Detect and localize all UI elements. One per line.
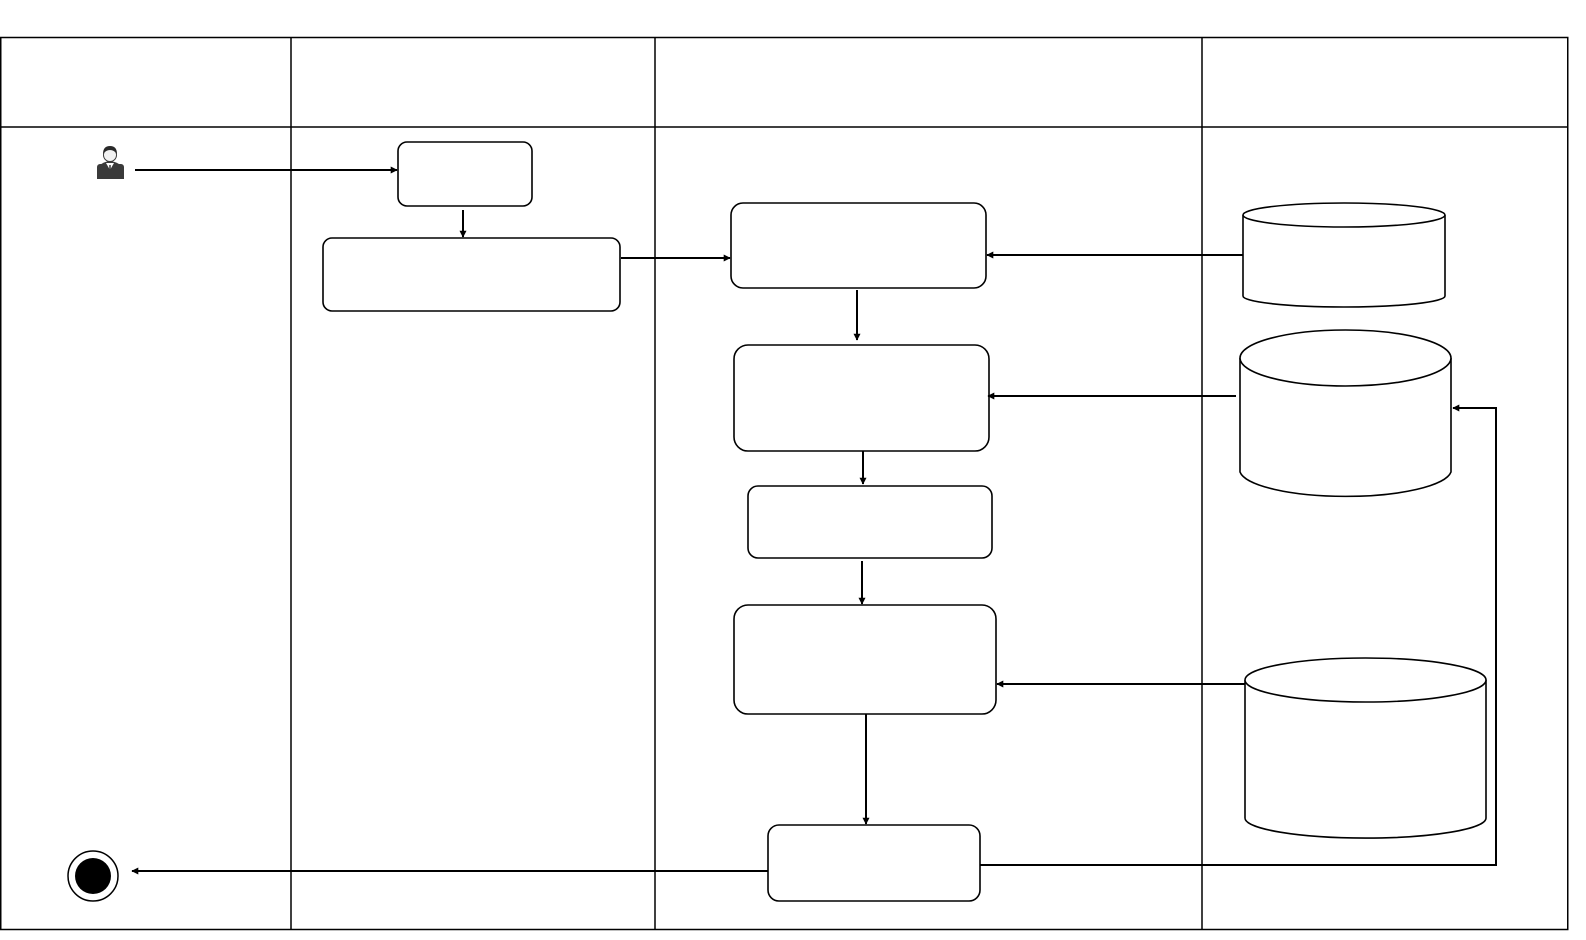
database-3 bbox=[1244, 657, 1487, 839]
database-2 bbox=[1239, 329, 1452, 498]
activity-process-3 bbox=[747, 485, 993, 559]
database-1 bbox=[1242, 202, 1446, 308]
arrow-result-to-db-2 bbox=[980, 404, 1497, 866]
final-node-icon bbox=[67, 850, 119, 902]
activity-process-4 bbox=[733, 604, 997, 715]
connectors bbox=[131, 166, 1497, 875]
activity-process-1 bbox=[730, 202, 987, 289]
activity-login bbox=[397, 141, 533, 207]
activity-input bbox=[322, 237, 621, 312]
swimlane-frame bbox=[0, 36, 1569, 931]
lanes-border bbox=[0, 36, 1569, 931]
user-icon bbox=[97, 146, 124, 179]
activity-process-2 bbox=[733, 344, 990, 452]
activity-result bbox=[767, 824, 981, 902]
